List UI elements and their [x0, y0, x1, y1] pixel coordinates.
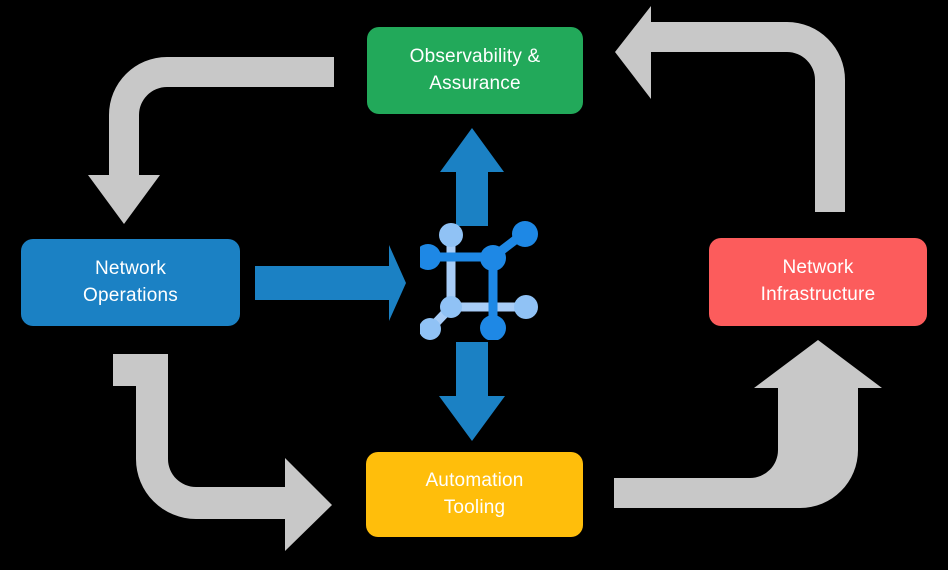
arrow-observability-to-operations — [88, 57, 334, 224]
node-bottom-left-light — [420, 318, 441, 340]
node-bottom-dark — [480, 315, 506, 340]
node-center-hub-dark — [480, 245, 506, 271]
node-top-right-dark — [512, 221, 538, 247]
arrow-operations-to-center — [255, 245, 406, 321]
node-top-left-light — [439, 223, 463, 247]
node-right-mid-light — [514, 295, 538, 319]
box-observability-assurance[interactable]: Observability & Assurance — [367, 27, 583, 114]
network-topology-icon — [420, 221, 538, 340]
arrow-infrastructure-to-observability — [615, 6, 845, 212]
box-network-operations[interactable]: Network Operations — [21, 239, 240, 326]
arrow-center-to-automation — [439, 342, 505, 441]
node-center-bottom-light — [440, 296, 462, 318]
box-network-infrastructure[interactable]: Network Infrastructure — [709, 238, 927, 326]
arrow-operations-to-automation — [113, 354, 332, 551]
box-automation-tooling[interactable]: Automation Tooling — [366, 452, 583, 537]
arrow-automation-to-infrastructure — [614, 340, 882, 508]
arrow-center-to-observability — [440, 128, 504, 226]
node-left-dark — [420, 244, 441, 270]
